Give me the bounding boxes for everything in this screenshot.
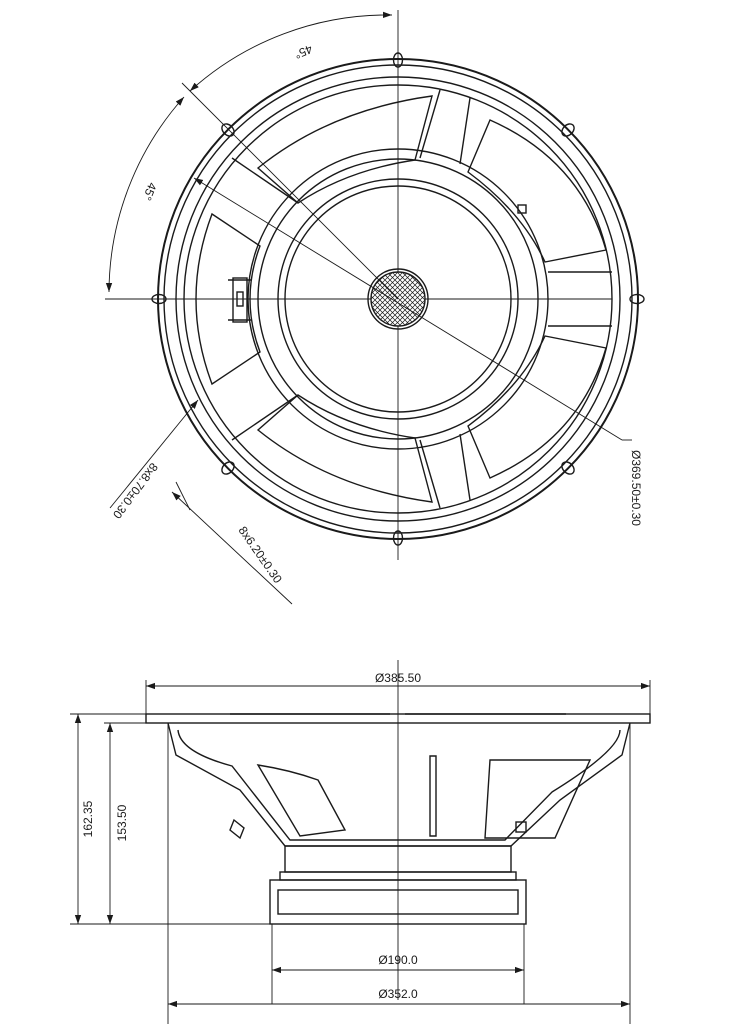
mounting-hole — [392, 530, 404, 546]
side-window-left — [256, 764, 347, 837]
spoke-line — [419, 439, 441, 509]
window-left — [195, 212, 261, 386]
side-window-right — [484, 759, 592, 839]
baffle-diameter-label: Ø352.0 — [378, 987, 418, 1001]
frame-ring-2 — [163, 64, 633, 534]
side-window-center — [429, 755, 437, 837]
frame-windows — [195, 95, 607, 503]
spoke-line — [419, 89, 441, 159]
mounting-hole — [392, 52, 404, 68]
hole-diameter-ext — [175, 481, 191, 511]
slot-width-label: 8x8.70±0.30 — [110, 460, 161, 521]
terminal-tab — [236, 291, 244, 307]
magnet-ring — [277, 178, 519, 420]
mounting-hole — [561, 461, 575, 475]
spoke-line — [459, 433, 471, 501]
slot-width-leader — [109, 399, 199, 509]
hole-diameter-leader — [171, 491, 293, 605]
magnet-body — [269, 879, 527, 925]
magnet-diameter-label: Ø190.0 — [378, 953, 418, 967]
small-tab-right — [517, 204, 527, 214]
frame-spokes — [231, 89, 612, 509]
frame-ring-4 — [183, 84, 613, 514]
mounting-hole — [221, 461, 235, 475]
hole-diameter-label: 8x6.20±0.30 — [236, 524, 285, 586]
basket-ring — [247, 148, 549, 450]
window-top-right — [467, 119, 607, 263]
spoke-line — [231, 394, 299, 441]
mounting-hole — [629, 293, 645, 305]
basket-outline — [167, 722, 631, 847]
side-view: Ø385.50 162.35 153.50 Ø190.0 Ø352.0 — [70, 660, 651, 1024]
mounting-hole — [561, 123, 575, 137]
spoke-line — [459, 97, 471, 165]
basket-inner-ring — [257, 158, 539, 440]
window-bottom — [256, 394, 433, 503]
window-top — [256, 95, 433, 204]
window-bottom-right — [467, 335, 607, 479]
angle-top-label: 45° — [292, 42, 314, 62]
front-view: 45° 45° Ø369.50±0.30 8x8.70±0.30 8x6.20±… — [105, 10, 645, 605]
total-height-label: 162.35 — [81, 800, 95, 837]
basket-inner-outline — [177, 729, 621, 841]
spoke-line — [231, 157, 299, 204]
mounting-height-label: 153.50 — [115, 804, 129, 841]
angle-arc-side — [105, 96, 185, 293]
back-plate — [277, 889, 519, 915]
frame-ring-3 — [175, 76, 621, 522]
frame-outer-ring — [157, 58, 639, 540]
side-terminal — [229, 818, 245, 840]
terminal-body — [232, 277, 248, 323]
mounting-hole — [221, 123, 235, 137]
angle-extension-45 — [181, 82, 399, 300]
terminal-connector — [228, 277, 252, 323]
side-tab — [515, 821, 527, 833]
dust-grille-rim — [367, 268, 429, 330]
bolt-circle-label: Ø369.50±0.30 — [629, 450, 643, 526]
mounting-hole — [151, 293, 167, 305]
angle-side-label: 45° — [140, 180, 160, 202]
pole-ring — [284, 185, 512, 413]
frame-flange — [145, 713, 651, 724]
mounting-holes — [151, 52, 645, 546]
frame-diameter-label: Ø385.50 — [375, 671, 421, 685]
bolt-circle-leader — [193, 177, 623, 441]
angle-arc-top — [189, 11, 393, 92]
